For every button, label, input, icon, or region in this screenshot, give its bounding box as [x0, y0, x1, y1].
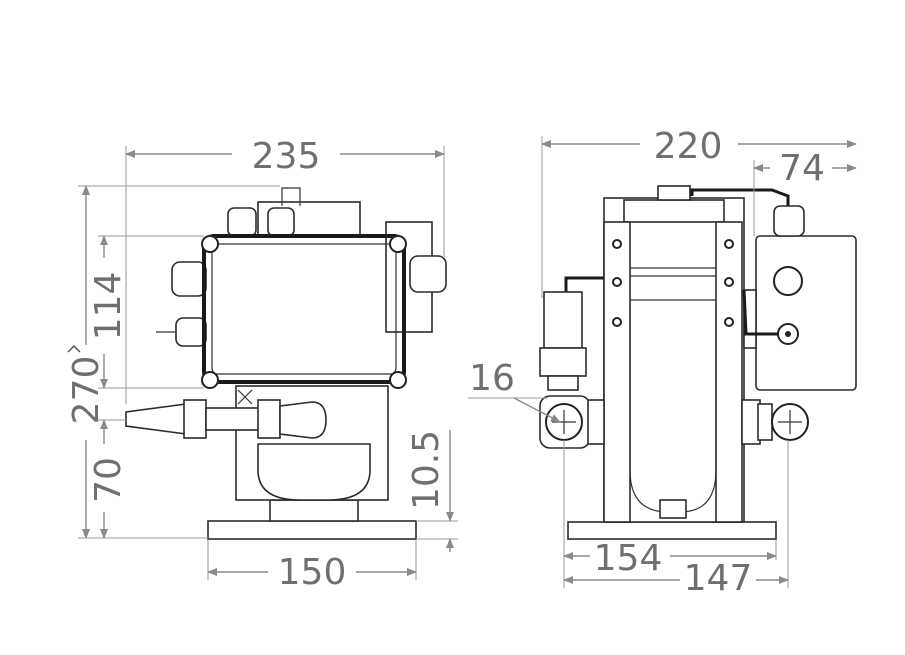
side-box-connector-pin: [785, 331, 791, 337]
side-top-cap: [657, 185, 691, 201]
side-junction-box: [755, 235, 857, 391]
side-view: 220 74 16 154 147: [468, 126, 857, 599]
side-rail-left-hole-1: [612, 239, 622, 249]
front-left-fitting-lower: [175, 317, 207, 347]
front-box-screw-tl: [201, 235, 219, 253]
front-box-screw-tr: [389, 235, 407, 253]
front-top-cap-right: [267, 207, 295, 237]
dim-front-foot-height: 10.5: [406, 430, 447, 510]
dim-front-width: 235: [252, 136, 321, 177]
side-port-left-neck: [587, 399, 605, 445]
dim-side-base-inner: 147: [684, 558, 753, 599]
side-rail-right-hole-3: [724, 317, 734, 327]
front-top-wire: [281, 187, 301, 206]
side-rail-right-hole-2: [724, 277, 734, 287]
dim-front-height-total: 270: [66, 356, 107, 425]
dim-side-box-depth: 74: [779, 148, 825, 189]
front-junction-box-lid: [211, 243, 397, 375]
front-junction-box: [202, 234, 406, 384]
dim-front-inlet-height: 70: [88, 457, 129, 503]
front-box-screw-br: [389, 371, 407, 389]
side-tank-top: [623, 199, 725, 223]
side-switch-stem: [547, 375, 579, 391]
side-rail-right-hole-1: [724, 239, 734, 249]
side-top-wire: [690, 188, 790, 206]
dim-front-base-width: 150: [278, 552, 347, 593]
side-rail-left: [603, 221, 631, 523]
dim-side-base-width: 154: [594, 538, 663, 579]
side-box-gland: [773, 266, 803, 296]
side-right-wire: [742, 289, 778, 336]
front-inlet-tube: [205, 407, 267, 431]
side-switch-nut: [539, 347, 587, 377]
front-box-screw-bl: [201, 371, 219, 389]
side-top-connector: [773, 205, 805, 237]
front-view: 235 270 114 70 10.5 150: [66, 136, 458, 593]
front-inlet-barb: [125, 403, 187, 435]
dim-front-box-height: 114: [88, 272, 129, 341]
front-inlet-nut: [183, 399, 207, 439]
cursor-caret-icon: [67, 344, 81, 353]
side-rail-left-hole-2: [612, 277, 622, 287]
side-rail-left-hole-3: [612, 317, 622, 327]
side-drain: [659, 499, 687, 519]
side-base-plate: [567, 521, 777, 540]
dim-side-width: 220: [654, 126, 723, 167]
side-left-wire: [564, 276, 604, 292]
front-inlet-collar: [257, 399, 281, 439]
front-foot: [269, 499, 359, 522]
dim-side-port-size: 16: [469, 358, 515, 399]
side-port-right-collar: [757, 403, 773, 441]
front-inlet-elbow: [279, 401, 327, 439]
front-left-fitting-upper: [171, 261, 207, 297]
front-base-plate: [207, 520, 417, 540]
front-right-fitting: [409, 255, 447, 293]
front-valve-mark: [237, 389, 253, 405]
front-top-cap-left: [227, 207, 257, 237]
side-rail-right: [715, 221, 743, 523]
front-tank-bowl: [257, 443, 371, 501]
side-pressure-switch: [543, 291, 583, 349]
